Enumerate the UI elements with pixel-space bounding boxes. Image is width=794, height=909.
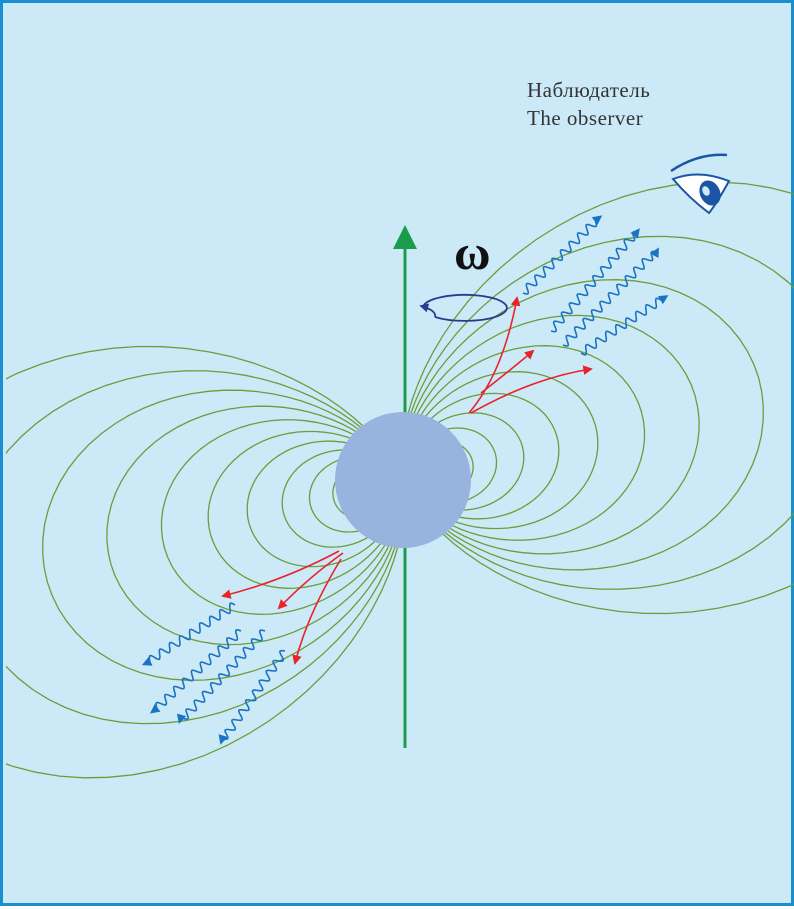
radiation-wave [149,628,242,714]
radiation-wave [218,649,286,745]
field-line [6,370,406,725]
observer-label-en: The observer [527,106,644,130]
radiation-wave [522,215,603,295]
radiation-waves [141,215,669,745]
radiation-wave [550,228,640,333]
pulsar-diagram [6,153,794,779]
field-line [401,314,700,555]
radiation-wave [176,629,266,725]
particle-flow-upper [468,296,593,414]
angular-velocity-symbol: ω [454,224,491,280]
observer-label-ru: Наблюдатель [527,78,651,102]
radiation-wave [562,247,659,347]
particle-flow-lower [221,550,344,665]
observer-label: Наблюдатель The observer [527,76,650,132]
field-line [401,279,764,571]
eye-icon [670,153,731,215]
neutron-star [335,412,471,548]
radiation-wave [141,602,236,666]
rotation-arrow-icon [419,293,508,322]
field-line [6,345,406,779]
field-line [42,389,405,681]
field-line [106,405,405,646]
field-line [400,181,794,615]
radiation-wave [580,295,669,356]
field-line [400,235,794,590]
